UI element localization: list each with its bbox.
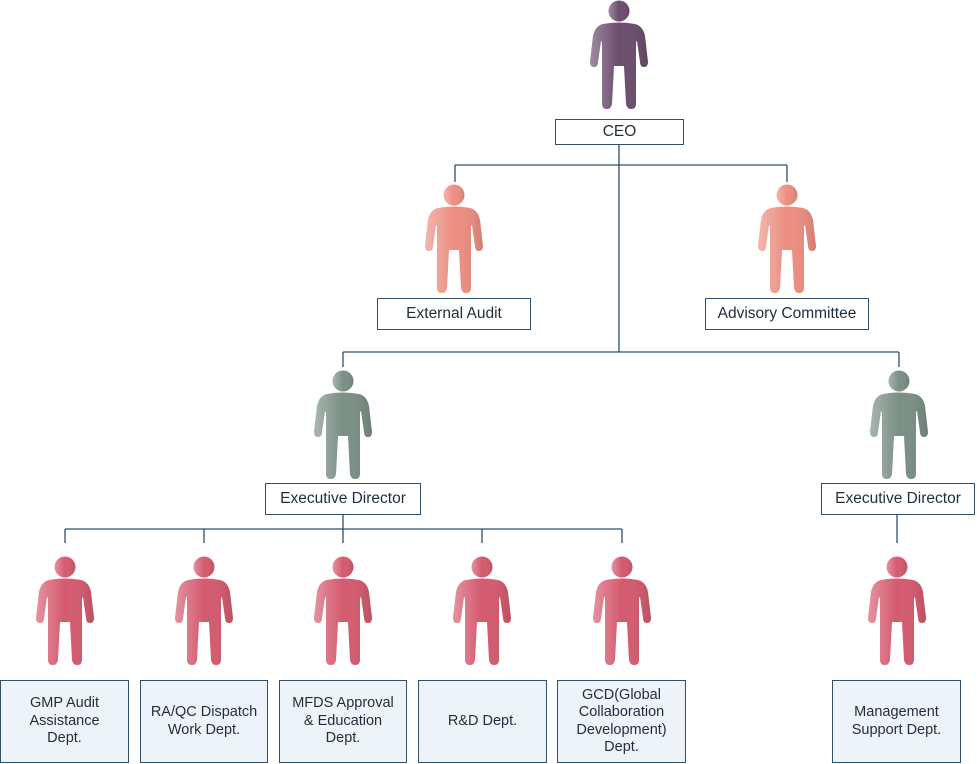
ceo-box: CEO bbox=[555, 119, 684, 145]
gcd-dept-label: GCD(Global Collaboration Development) De… bbox=[576, 686, 667, 755]
external-audit-box: External Audit bbox=[377, 298, 531, 330]
raqc-dispatch-person-icon bbox=[174, 556, 234, 666]
management-support-dept-box: Management Support Dept. bbox=[832, 680, 961, 763]
advisory-committee-person-icon bbox=[757, 184, 817, 294]
executive-director-2-label: Executive Director bbox=[835, 490, 961, 508]
executive-director-1-person-icon bbox=[313, 370, 373, 480]
gmp-audit-person-icon bbox=[35, 556, 95, 666]
ceo-label: CEO bbox=[602, 123, 637, 141]
mfds-approval-dept-label: MFDS Approval & Education Dept. bbox=[292, 695, 394, 747]
external-audit-person-icon bbox=[424, 184, 484, 294]
advisory-committee-label: Advisory Committee bbox=[717, 305, 857, 323]
gmp-audit-dept-box: GMP Audit Assistance Dept. bbox=[0, 680, 129, 763]
gcd-person-icon bbox=[592, 556, 652, 666]
management-support-person-icon bbox=[867, 556, 927, 666]
raqc-dispatch-dept-label: RA/QC Dispatch Work Dept. bbox=[150, 704, 258, 738]
rnd-person-icon bbox=[452, 556, 512, 666]
gmp-audit-dept-label: GMP Audit Assistance Dept. bbox=[29, 695, 100, 747]
gcd-dept-box: GCD(Global Collaboration Development) De… bbox=[557, 680, 686, 763]
ceo-person-icon bbox=[589, 0, 649, 110]
executive-director-2-person-icon bbox=[869, 370, 929, 480]
rnd-dept-label: R&D Dept. bbox=[447, 712, 518, 729]
advisory-committee-box: Advisory Committee bbox=[705, 298, 869, 330]
rnd-dept-box: R&D Dept. bbox=[418, 680, 547, 763]
raqc-dispatch-dept-box: RA/QC Dispatch Work Dept. bbox=[140, 680, 268, 763]
external-audit-label: External Audit bbox=[406, 305, 502, 323]
mfds-approval-person-icon bbox=[313, 556, 373, 666]
executive-director-2-box: Executive Director bbox=[821, 483, 975, 515]
executive-director-1-box: Executive Director bbox=[265, 483, 421, 515]
executive-director-1-label: Executive Director bbox=[280, 490, 406, 508]
mfds-approval-dept-box: MFDS Approval & Education Dept. bbox=[279, 680, 407, 763]
management-support-dept-label: Management Support Dept. bbox=[851, 704, 942, 738]
